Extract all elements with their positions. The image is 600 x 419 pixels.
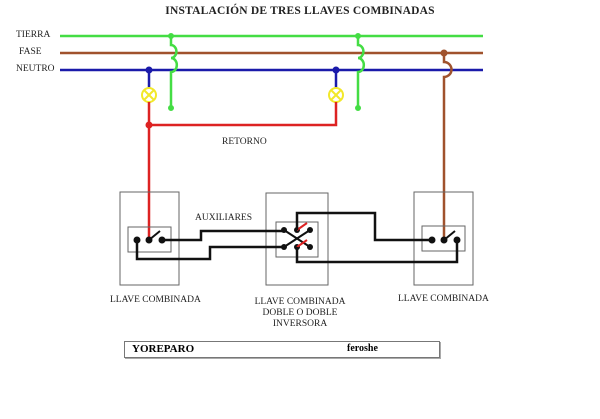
label-switch-middle-line2: DOBLE O DOBLE bbox=[262, 308, 338, 318]
label-tierra: TIERRA bbox=[16, 30, 51, 40]
neutro-drop-2 bbox=[332, 66, 340, 88]
label-switch-middle-line1: LLAVE COMBINADA bbox=[254, 297, 346, 307]
switch-box-left bbox=[119, 191, 180, 286]
diagram-title: INSTALACIÓN DE TRES LLAVES COMBINADAS bbox=[165, 5, 435, 17]
footer-right: feroshe bbox=[347, 343, 378, 354]
label-neutro: NEUTRO bbox=[16, 64, 55, 74]
switch-right-contacts bbox=[428, 230, 461, 244]
label-switch-middle-line3: INVERSORA bbox=[272, 319, 328, 329]
switch-box-right bbox=[413, 191, 474, 286]
label-auxiliares: AUXILIARES bbox=[195, 213, 252, 223]
neutro-drop-1 bbox=[145, 66, 153, 88]
label-switch-left: LLAVE COMBINADA bbox=[110, 295, 201, 305]
switch-inner-right bbox=[421, 225, 466, 252]
ground-drop-2 bbox=[355, 33, 366, 111]
switch-box-middle bbox=[265, 192, 329, 286]
footer-box: YOREPARO feroshe bbox=[124, 341, 440, 358]
fase-drop bbox=[440, 49, 453, 240]
footer-left: YOREPARO bbox=[132, 343, 195, 355]
retorno-wire bbox=[145, 102, 338, 240]
auxiliary-wires bbox=[135, 211, 459, 264]
lamp-icon bbox=[141, 87, 157, 103]
label-switch-right: LLAVE COMBINADA bbox=[398, 294, 489, 304]
label-retorno: RETORNO bbox=[222, 137, 267, 147]
label-switch-middle: LLAVE COMBINADA DOBLE O DOBLE INVERSORA bbox=[240, 297, 360, 330]
lamp-icon bbox=[328, 87, 344, 103]
ground-drop-1 bbox=[168, 33, 179, 111]
label-fase: FASE bbox=[19, 47, 42, 57]
